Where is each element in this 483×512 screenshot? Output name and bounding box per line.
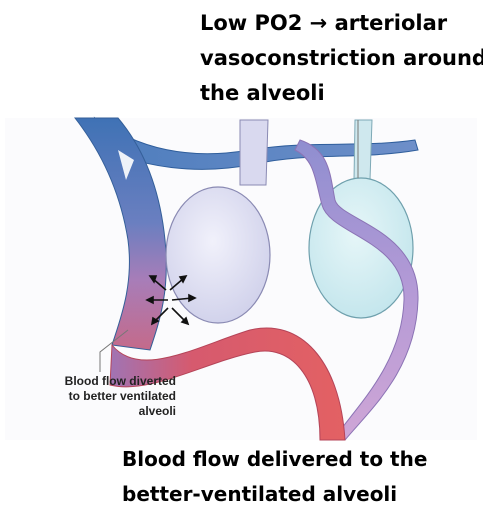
vasoconstriction-caption-line-3: the alveoli — [200, 76, 480, 111]
alveolus-neck-left — [240, 120, 268, 185]
vasoconstriction-caption-line-1: Low PO2 → arteriolar — [200, 6, 480, 41]
diverted-flow-label-line-1: Blood flow diverted — [6, 374, 176, 389]
diverted-flow-label-line-2: to better ventilated — [6, 389, 176, 404]
hypoxic-alveolus — [166, 187, 270, 323]
delivered-flow-caption: Blood flow delivered to the better-venti… — [122, 442, 477, 512]
diverted-flow-label-line-3: alveoli — [6, 404, 176, 419]
vasoconstriction-caption-line-2: vasoconstriction around — [200, 41, 480, 76]
diverted-flow-label: Blood flow diverted to better ventilated… — [6, 374, 176, 419]
delivered-flow-caption-line-2: better-ventilated alveoli — [122, 477, 477, 512]
vasoconstriction-caption: Low PO2 → arteriolar vasoconstriction ar… — [200, 6, 480, 111]
delivered-flow-caption-line-1: Blood flow delivered to the — [122, 442, 477, 477]
alveolus-neck-right — [354, 120, 372, 180]
